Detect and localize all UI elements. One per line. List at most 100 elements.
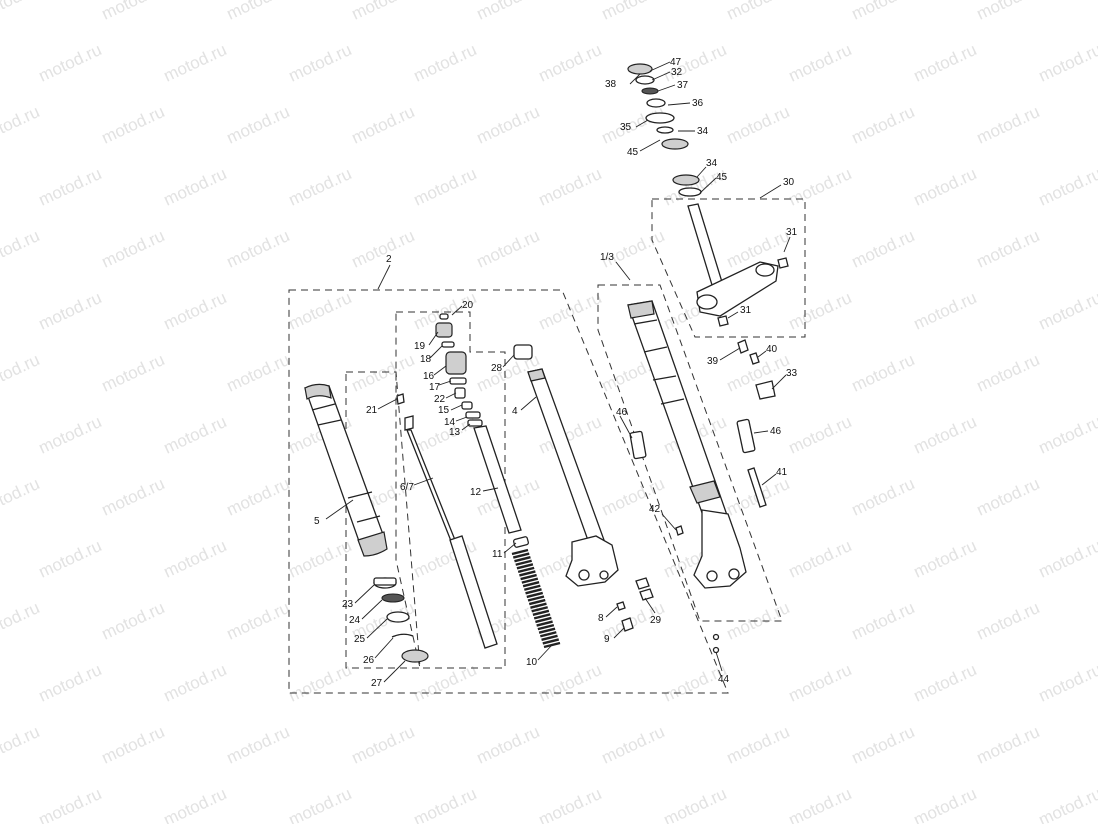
callout-6-7: 6/7 xyxy=(400,482,414,493)
watermark-text: motod.ru xyxy=(786,784,855,824)
watermark-text: motod.ru xyxy=(1036,660,1098,706)
spring-collar xyxy=(513,536,529,548)
watermark-text: motod.ru xyxy=(36,784,105,824)
bolt-40 xyxy=(749,352,760,365)
watermark-text: motod.ru xyxy=(161,164,230,210)
watermark-text: motod.ru xyxy=(911,412,980,458)
watermark-text: motod.ru xyxy=(974,0,1043,24)
watermark-text: motod.ru xyxy=(411,40,480,86)
callout-12: 12 xyxy=(470,487,482,498)
brake-hose-strap xyxy=(747,467,767,508)
watermark-text: motod.ru xyxy=(286,660,355,706)
inner-fork-tube xyxy=(527,368,605,547)
watermark-text: motod.ru xyxy=(36,536,105,582)
watermark-text: motod.ru xyxy=(974,598,1043,644)
watermark-text: motod.ru xyxy=(224,102,293,148)
watermark-text: motod.ru xyxy=(911,784,980,824)
fork-guard-right xyxy=(736,418,756,454)
callout-5: 5 xyxy=(314,516,320,527)
callout-46-left: 46 xyxy=(616,407,628,418)
guide-bushing xyxy=(513,344,533,360)
top-cap xyxy=(755,380,776,400)
callout-13: 13 xyxy=(449,427,461,438)
watermark-text: motod.ru xyxy=(1036,164,1098,210)
watermark-text: motod.ru xyxy=(599,226,668,272)
watermark-text: motod.ru xyxy=(224,598,293,644)
cartridge-tube xyxy=(473,425,522,534)
watermark-text: motod.ru xyxy=(161,660,230,706)
steering-bearing-stack xyxy=(627,63,702,197)
damper-rod xyxy=(404,415,498,649)
left-axle-bracket xyxy=(565,535,619,587)
callout-47: 47 xyxy=(670,57,682,68)
watermark-text: motod.ru xyxy=(474,102,543,148)
callout-42: 42 xyxy=(649,504,661,515)
callout-32: 32 xyxy=(671,67,683,78)
washer-44a xyxy=(712,633,720,641)
small-pin xyxy=(396,393,405,405)
inner-tube-group-boundary xyxy=(345,371,421,669)
watermark-text: motod.ru xyxy=(911,164,980,210)
callout-labels: 2 1/3 30 31 31 47 32 38 37 36 35 34 45 3… xyxy=(314,57,798,689)
watermark-text: motod.ru xyxy=(161,412,230,458)
watermark-text: motod.ru xyxy=(411,660,480,706)
watermark-text: motod.ru xyxy=(99,0,168,24)
watermark-text: motod.ru xyxy=(1036,412,1098,458)
outer-fork-tube xyxy=(304,383,388,557)
watermark-text: motod.ru xyxy=(0,598,42,644)
callout-8: 8 xyxy=(598,613,604,624)
watermark-text: motod.ru xyxy=(786,412,855,458)
watermark-text: motod.ru xyxy=(0,474,42,520)
callout-23: 23 xyxy=(342,599,354,610)
watermark-text: motod.ru xyxy=(349,350,418,396)
watermark-text: motod.ru xyxy=(99,102,168,148)
watermark-text: motod.ru xyxy=(786,536,855,582)
callout-38: 38 xyxy=(605,79,617,90)
watermark-text: motod.ru xyxy=(36,40,105,86)
watermark-text: motod.ru xyxy=(99,474,168,520)
watermark-text: motod.ru xyxy=(411,164,480,210)
watermark-text: motod.ru xyxy=(661,164,730,210)
watermark-text: motod.ru xyxy=(536,660,605,706)
callout-9: 9 xyxy=(604,634,610,645)
watermark-text: motod.ru xyxy=(599,0,668,24)
watermark-text: motod.ru xyxy=(849,102,918,148)
watermark-text: motod.ru xyxy=(161,288,230,334)
washer-44b xyxy=(712,646,720,654)
callout-36: 36 xyxy=(692,98,704,109)
watermark-text: motod.ru xyxy=(786,660,855,706)
callout-45-lower: 45 xyxy=(716,172,728,183)
lower-triple-clamp xyxy=(687,203,789,327)
callout-14: 14 xyxy=(444,417,456,428)
watermark-text: motod.ru xyxy=(286,536,355,582)
callout-37: 37 xyxy=(677,80,689,91)
watermark-text: motod.ru xyxy=(786,288,855,334)
watermark-text: motod.ru xyxy=(974,102,1043,148)
watermark-text: motod.ru xyxy=(661,784,730,824)
callout-18: 18 xyxy=(420,354,432,365)
leader-lines xyxy=(325,61,791,683)
watermark-text: motod.ru xyxy=(1036,288,1098,334)
callout-29: 29 xyxy=(650,615,662,626)
watermark-text: motod.ru xyxy=(224,474,293,520)
watermark-text: motod.ru xyxy=(224,722,293,768)
watermark-text: motod.ru xyxy=(36,660,105,706)
watermark-text: motod.ru xyxy=(99,722,168,768)
fork-spring xyxy=(511,548,561,649)
watermark-text: motod.ru xyxy=(224,350,293,396)
watermark-text: motod.ru xyxy=(786,164,855,210)
watermark-text: motod.ru xyxy=(849,0,918,24)
watermark-text: motod.ru xyxy=(349,0,418,24)
watermark-text: motod.ru xyxy=(99,350,168,396)
callout-24: 24 xyxy=(349,615,361,626)
watermark-text: motod.ru xyxy=(974,474,1043,520)
callout-10: 10 xyxy=(526,657,538,668)
right-fork-leg xyxy=(627,300,747,589)
watermark-text: motod.ru xyxy=(349,102,418,148)
callout-16: 16 xyxy=(423,371,435,382)
callout-45-upper: 45 xyxy=(627,147,639,158)
watermark-text: motod.ru xyxy=(849,226,918,272)
watermark-text: motod.ru xyxy=(911,40,980,86)
seal-kit xyxy=(373,577,429,663)
